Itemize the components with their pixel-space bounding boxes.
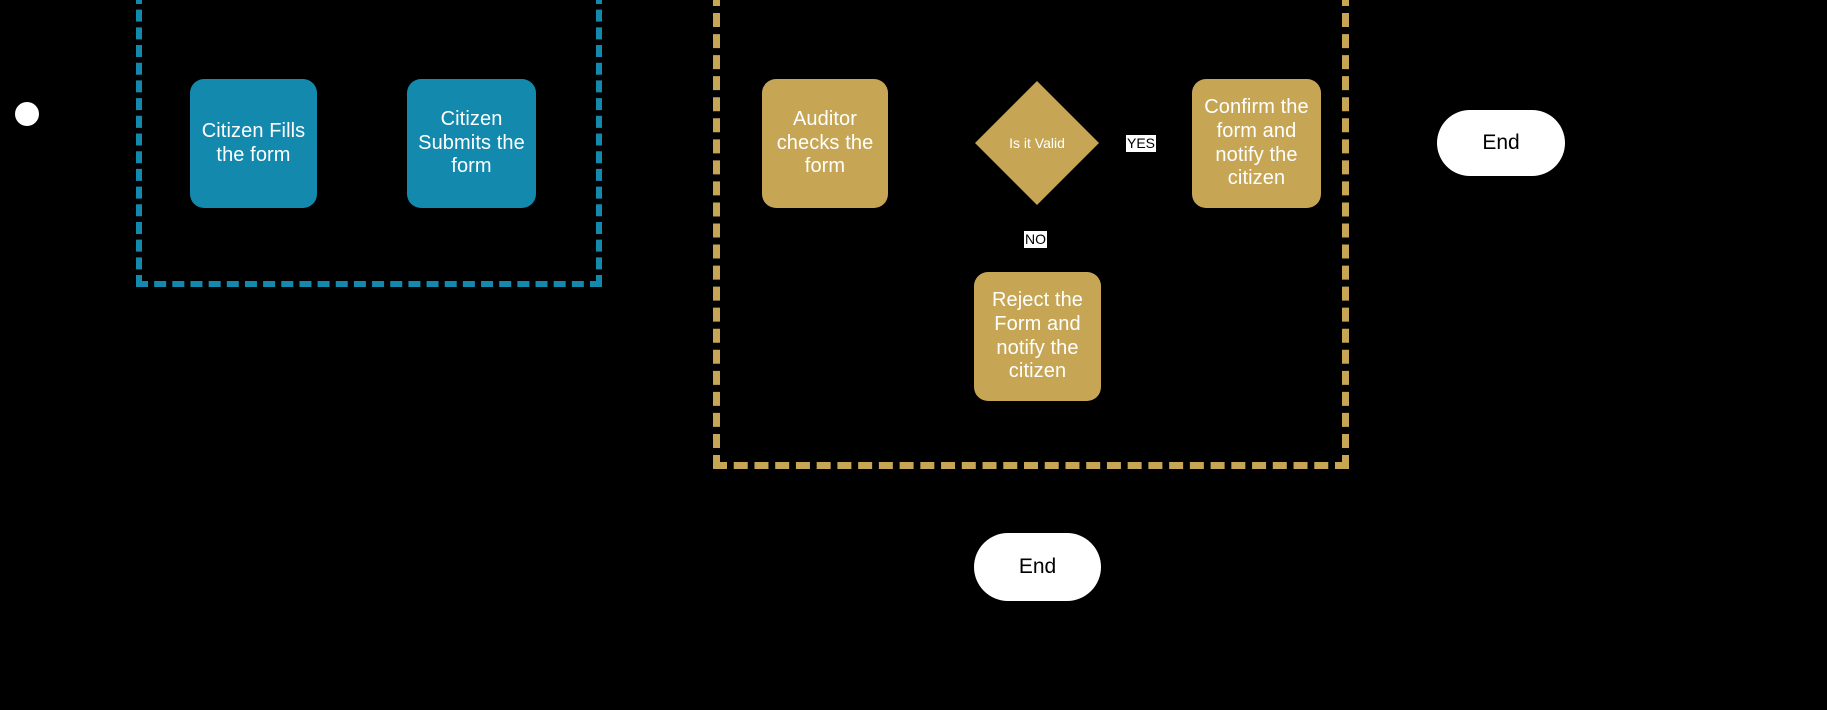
task-citizen-submits-the-form[interactable]: Citizen Submits the form — [407, 79, 536, 208]
task-label: Citizen Fills the form — [201, 119, 306, 166]
start-event-circle[interactable] — [15, 102, 39, 126]
end-event-label: End — [1482, 131, 1520, 154]
end-event-right[interactable]: End — [1437, 110, 1565, 176]
task-confirm-the-form-and-notify-the-citizen[interactable]: Confirm the form and notify the citizen — [1192, 79, 1321, 208]
task-reject-the-form-and-notify-the-citizen[interactable]: Reject the Form and notify the citizen — [974, 272, 1101, 401]
edge-label-yes: YES — [1126, 135, 1157, 152]
gateway-is-it-valid[interactable]: Is it Valid — [975, 81, 1099, 205]
edge-label-no: NO — [1024, 231, 1047, 248]
task-label: Citizen Submits the form — [418, 108, 525, 178]
swimlane-citizen[interactable] — [136, 0, 602, 287]
task-label: Confirm the form and notify the citizen — [1204, 96, 1309, 190]
end-event-bottom[interactable]: End — [974, 533, 1101, 601]
task-label: Reject the Form and notify the citizen — [991, 289, 1084, 383]
swimlane-auditor[interactable] — [713, 0, 1349, 469]
gateway-label: Is it Valid — [1009, 135, 1065, 151]
task-auditor-checks-the-form[interactable]: Auditor checks the form — [762, 79, 888, 208]
task-citizen-fills-the-form[interactable]: Citizen Fills the form — [190, 79, 317, 208]
task-label: Auditor checks the form — [776, 108, 874, 178]
end-event-label: End — [1018, 555, 1057, 578]
